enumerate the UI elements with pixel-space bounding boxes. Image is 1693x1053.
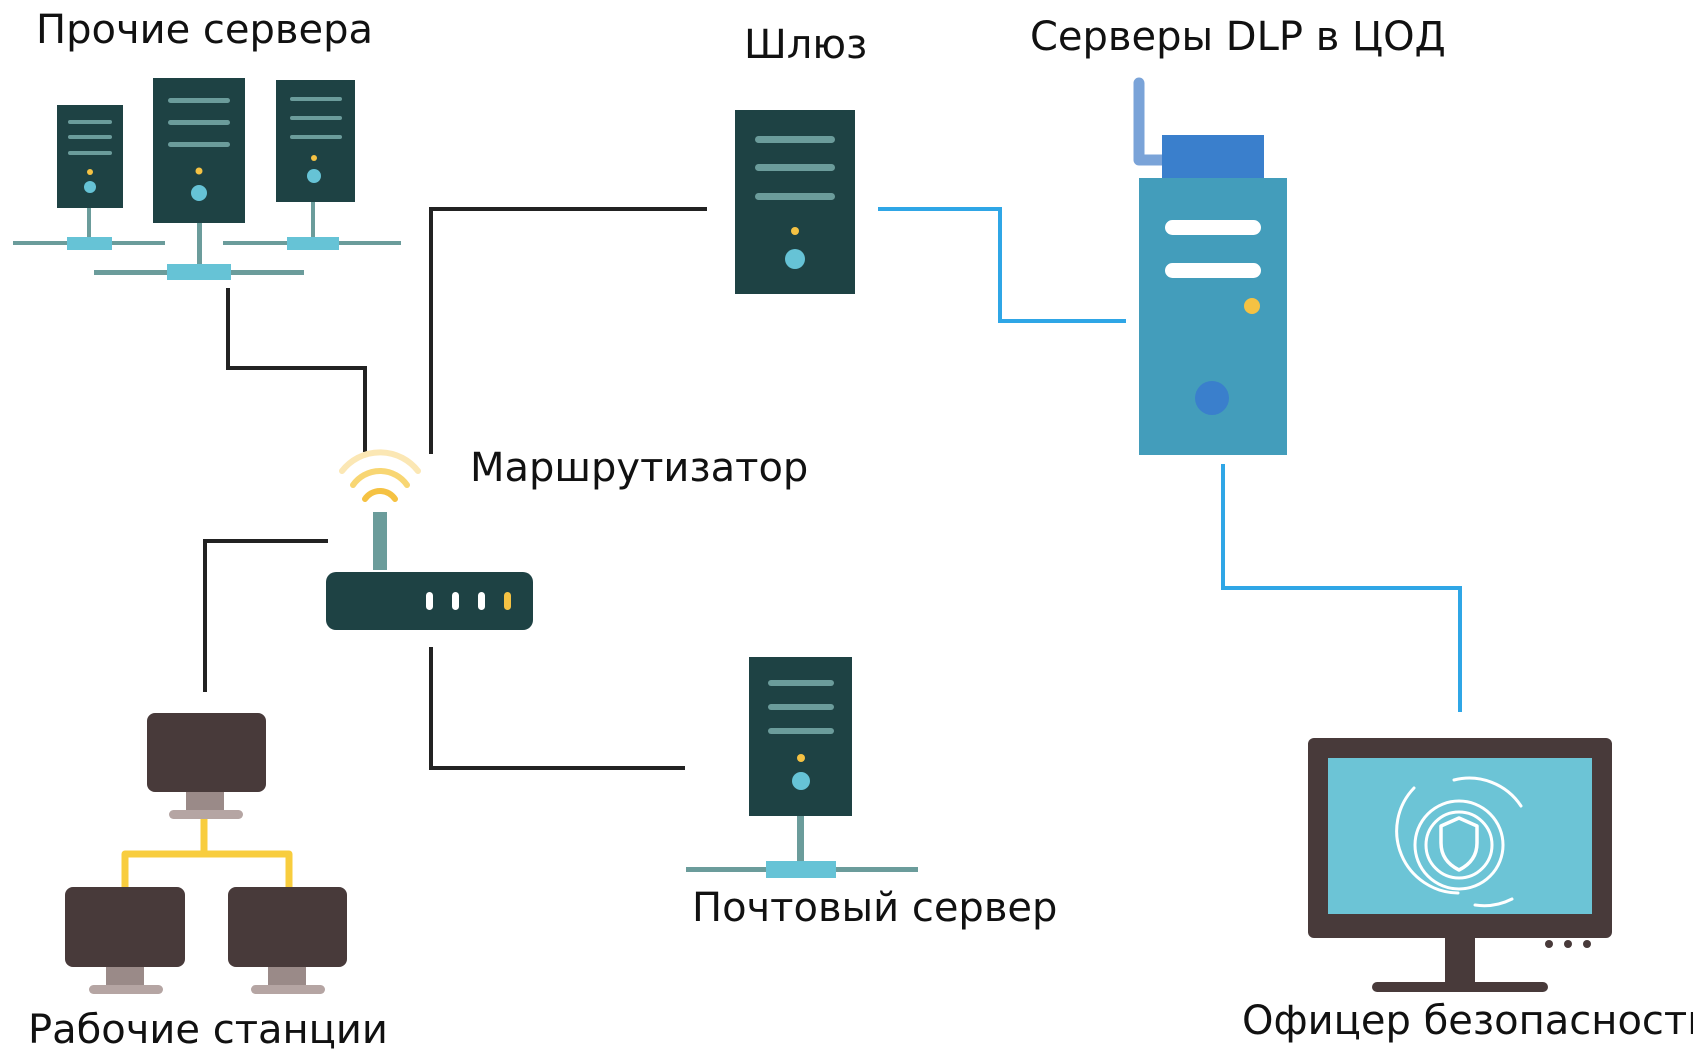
link-servers-router [226,288,367,452]
label-security-officer: Офицер безопасности [1242,998,1693,1044]
mail-server-icon [686,657,918,878]
workstations-icon [65,713,347,994]
dlp-antenna [1133,77,1169,166]
label-other-servers: Прочие сервера [36,7,373,53]
link-router-gateway [429,207,707,454]
label-mail-server: Почтовый сервер [692,885,1058,931]
gateway-server-icon [735,110,855,294]
link-router-mailserver [429,647,685,770]
link-router-workstations [203,539,328,692]
blue-connections [878,207,1462,712]
label-gateway: Шлюз [744,22,868,68]
dark-connections [203,207,707,770]
label-dlp-servers: Серверы DLP в ЦОД [1030,14,1446,60]
other-servers-icon [13,78,401,280]
dlp-server-icon [1133,77,1287,455]
label-workstations: Рабочие станции [28,1007,388,1053]
security-monitor-icon [1308,738,1612,992]
link-gateway-dlp [878,207,1126,323]
link-dlp-officer [1221,464,1462,712]
shield-icon [1395,776,1523,908]
label-router: Маршрутизатор [470,445,809,491]
router-icon [326,449,533,630]
